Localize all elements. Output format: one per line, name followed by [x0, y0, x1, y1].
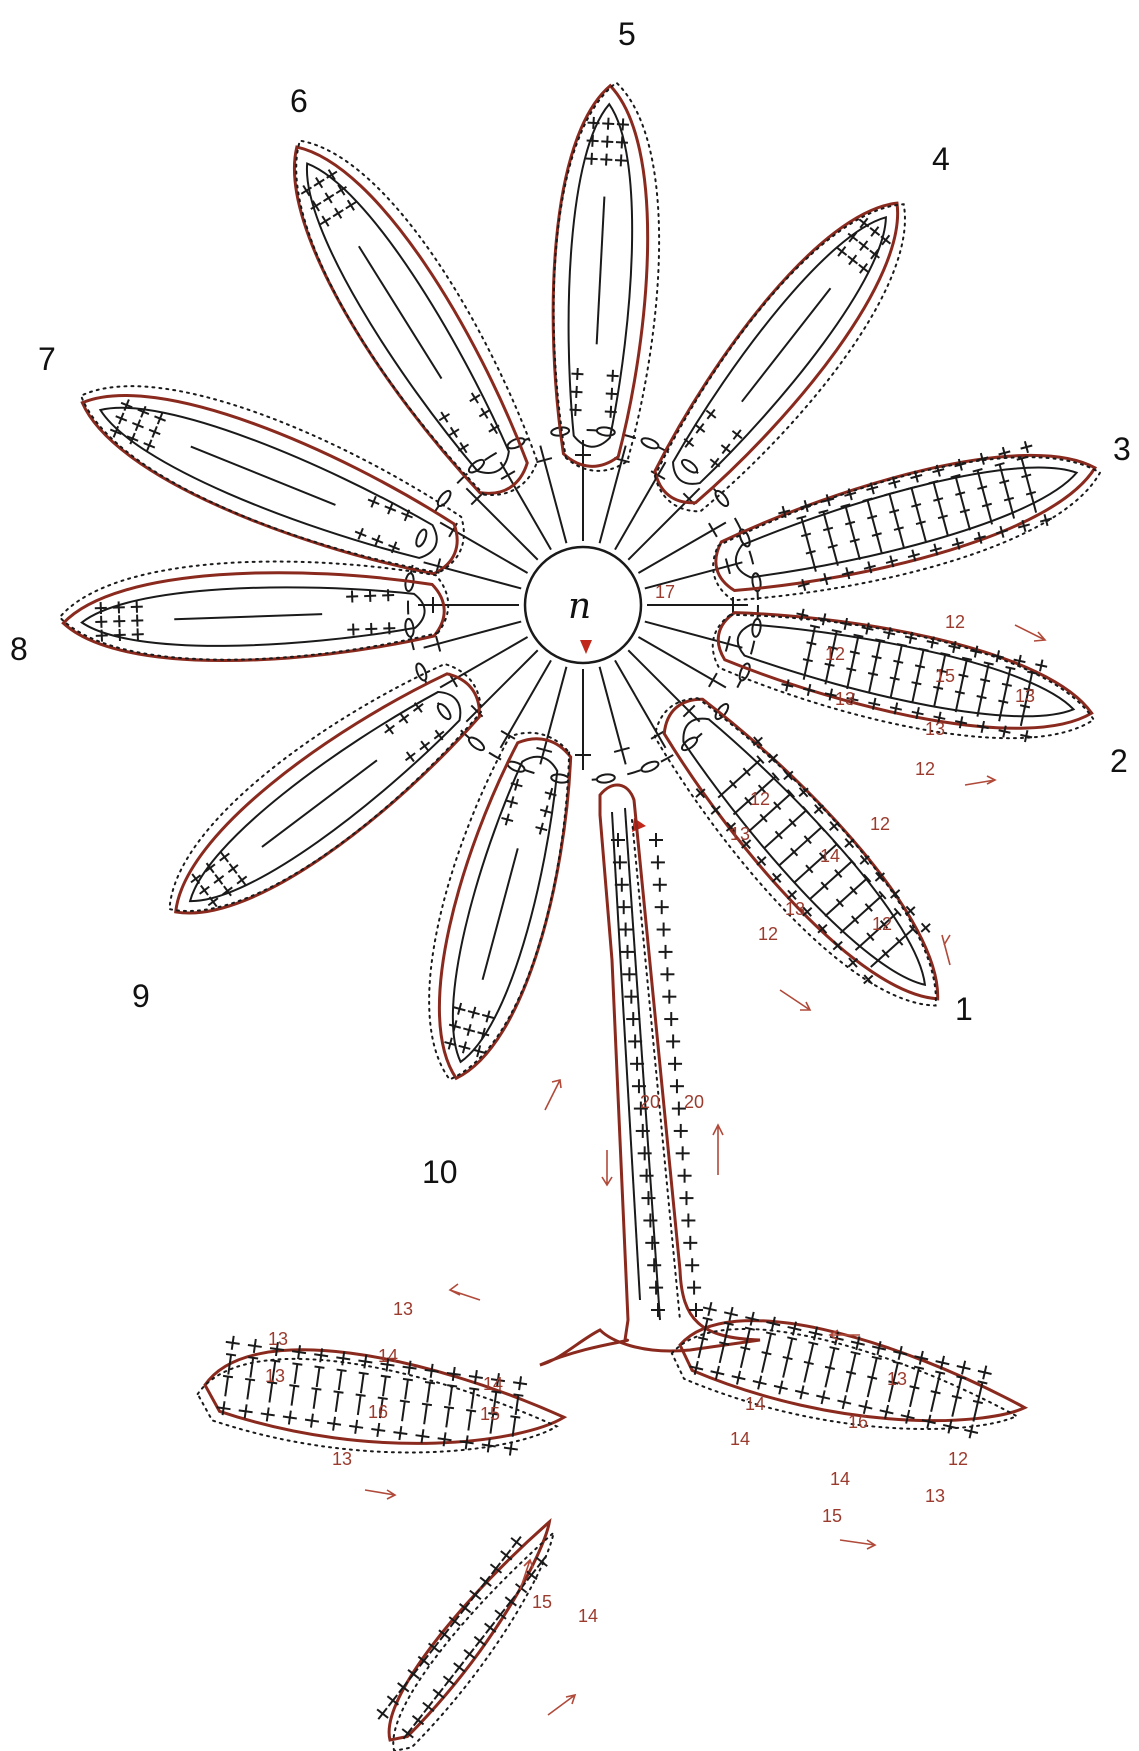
- leaf-left-round-label: 14: [378, 1346, 398, 1366]
- leaf-right-round-label: 13: [925, 1486, 945, 1506]
- petal-number-4: 4: [932, 141, 950, 177]
- petal-number-6: 6: [290, 83, 308, 119]
- petal2-round-label: 12: [945, 612, 965, 632]
- leaf-left-round-label: 13: [268, 1329, 288, 1349]
- chain-loop: [551, 773, 570, 783]
- leaf-left-round-label: 13: [332, 1449, 352, 1469]
- stem-start-marker: [632, 818, 646, 832]
- flower-center: n: [404, 426, 761, 832]
- spoke-tick: [709, 523, 717, 537]
- petal-9: [139, 641, 502, 950]
- petal1-round-label: 12: [758, 924, 778, 944]
- chain-loop: [436, 702, 453, 721]
- chain-loop: [640, 436, 660, 450]
- petal-6: [255, 113, 562, 517]
- leaf-right: [665, 1296, 1032, 1464]
- leaf-right-round-label: 12: [948, 1449, 968, 1469]
- petal1-round-label: 12: [870, 814, 890, 834]
- leaf-left-round-label: 15: [480, 1404, 500, 1424]
- leaf-bottom: [363, 1509, 577, 1751]
- chain-loop: [640, 760, 660, 774]
- stem-round-left: 20: [640, 1092, 660, 1112]
- petal-7: [62, 349, 480, 597]
- petal-number-7: 7: [38, 341, 56, 377]
- leaf-left-round-label: 14: [483, 1374, 503, 1394]
- petal-1: [632, 675, 973, 1038]
- ring-round-label: 17: [655, 582, 675, 602]
- petal2-round-label: 12: [825, 644, 845, 664]
- leaf-left-round-label: 13: [393, 1299, 413, 1319]
- chain-loop: [414, 528, 428, 548]
- petal1-round-label: 14: [820, 846, 840, 866]
- petal2-round-label: 12: [915, 759, 935, 779]
- petal1-round-label: 12: [872, 914, 892, 934]
- leaf-right-round-label: 14: [830, 1469, 850, 1489]
- center-label: n: [568, 586, 591, 627]
- chain-loop: [467, 735, 486, 752]
- bottom-leaf-round-label: 15: [532, 1592, 552, 1612]
- petal1-round-label: 13: [785, 899, 805, 919]
- petal1-round-label: 13: [730, 824, 750, 844]
- petal-number-10: 10: [422, 1154, 458, 1190]
- stem: 20 20: [540, 785, 760, 1365]
- chain-loop: [596, 773, 615, 783]
- petal-number-1: 1: [955, 991, 973, 1027]
- spoke-tick: [709, 673, 717, 687]
- petal-5: [544, 80, 668, 474]
- leaf-right-round-label: 14: [745, 1394, 765, 1414]
- leaves: [193, 1296, 1032, 1751]
- petal2-round-label: 13: [835, 689, 855, 709]
- petal1-round-label: 12: [750, 789, 770, 809]
- petal-2: [704, 592, 1104, 764]
- leaf-right-round-label: 13: [887, 1369, 907, 1389]
- leaf-right-round-label: 15: [822, 1506, 842, 1526]
- bottom-leaf-round-label: 14: [578, 1606, 598, 1626]
- petal-8: [58, 555, 450, 667]
- petal-number-3: 3: [1113, 431, 1131, 467]
- leaf-right-round-label: 14: [730, 1429, 750, 1449]
- petal-number-5: 5: [618, 16, 636, 52]
- petal-number-8: 8: [10, 631, 28, 667]
- chain-loop: [751, 618, 761, 637]
- chain-loop: [414, 662, 428, 682]
- spoke-tick: [651, 731, 665, 739]
- stem-round-right: 20: [684, 1092, 704, 1112]
- spoke-tick: [501, 471, 515, 479]
- petal2-round-label: 13: [1015, 686, 1035, 706]
- leaf-right-round-label: 16: [848, 1412, 868, 1432]
- petal-number-9: 9: [132, 978, 150, 1014]
- leaf-left-round-label: 13: [265, 1366, 285, 1386]
- direction-arrows: [365, 625, 1045, 1715]
- petal2-round-label: 15: [935, 666, 955, 686]
- petal-number-2: 2: [1110, 743, 1128, 779]
- petal2-round-label: 13: [925, 719, 945, 739]
- leaf-left-round-label: 16: [368, 1402, 388, 1422]
- chain-loop: [680, 458, 699, 475]
